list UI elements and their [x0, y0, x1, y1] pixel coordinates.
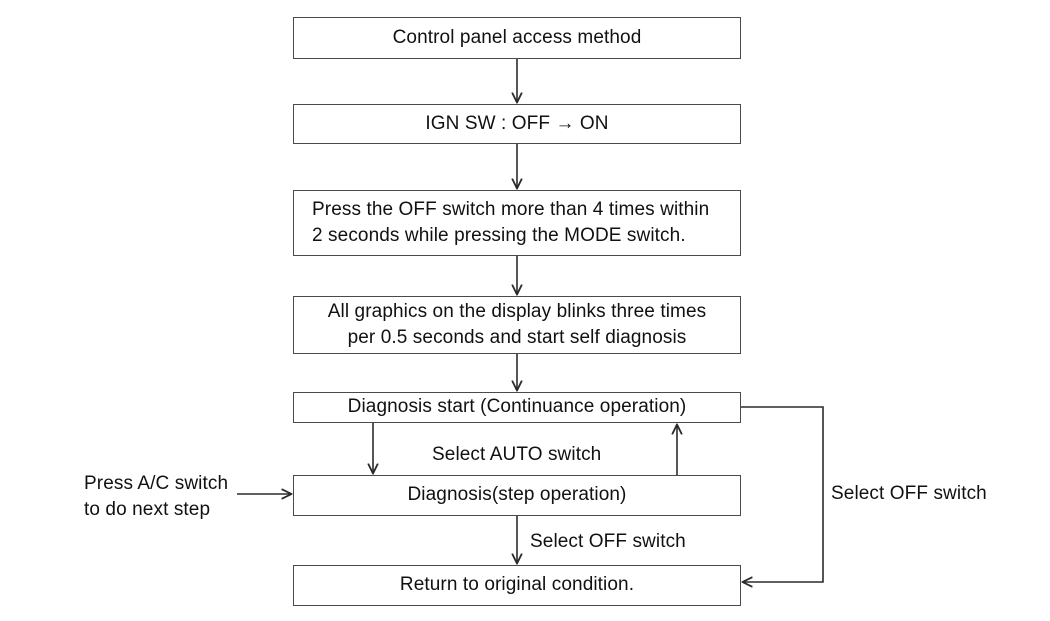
node-press-off-switch[interactable]: Press the OFF switch more than 4 times w… — [293, 190, 741, 256]
edge-label-select-off-switch-center: Select OFF switch — [530, 531, 686, 552]
node-label: Diagnosis start (Continuance operation) — [347, 396, 687, 418]
node-label: Control panel access method — [392, 26, 642, 48]
node-control-panel-access-method[interactable]: Control panel access method — [293, 17, 741, 59]
annotation-press-ac-switch: Press A/C switch to do next step — [84, 473, 229, 521]
node-return-original-condition[interactable]: Return to original condition. — [293, 565, 741, 606]
node-label: Diagnosis(step operation) — [407, 484, 627, 506]
node-diagnosis-start[interactable]: Diagnosis start (Continuance operation) — [293, 392, 741, 423]
node-label: IGN SW : OFF → ON — [425, 112, 609, 134]
node-label: All graphics on the display blinks three… — [327, 300, 707, 348]
node-all-graphics-blink[interactable]: All graphics on the display blinks three… — [293, 296, 741, 354]
node-label: Press the OFF switch more than 4 times w… — [312, 198, 710, 246]
node-diagnosis-step[interactable]: Diagnosis(step operation) — [293, 475, 741, 516]
edge-start-to-return-loop — [741, 406, 824, 582]
edge-label-select-auto-switch: Select AUTO switch — [432, 444, 602, 465]
edge-label-select-off-switch-right: Select OFF switch — [831, 483, 987, 504]
node-ign-sw[interactable]: IGN SW : OFF → ON — [293, 104, 741, 144]
node-label: Return to original condition. — [399, 574, 635, 596]
